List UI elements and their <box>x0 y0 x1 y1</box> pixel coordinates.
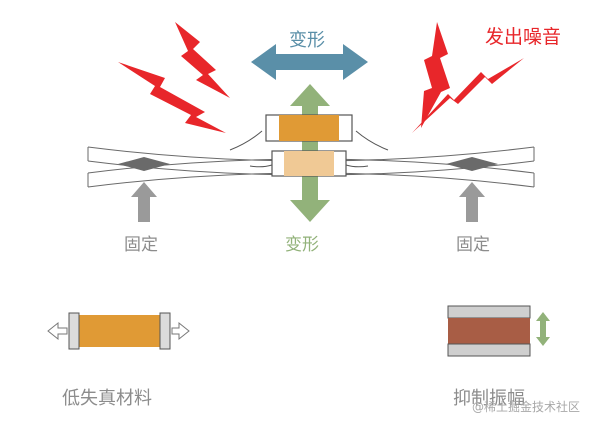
capacitor-bottom <box>271 150 347 177</box>
watermark: @稀土掘金技术社区 <box>472 400 581 414</box>
lightning-bolt-icon-right-2 <box>412 58 524 133</box>
lightning-bolt-icon-left-1 <box>118 62 226 133</box>
strain-arrow-left-icon <box>47 321 68 341</box>
deform-horizontal-arrow-icon <box>251 44 368 80</box>
strain-arrow-right-icon <box>171 321 190 341</box>
up-arrow-icon-right <box>459 182 485 222</box>
lightning-bolt-icon-right-1 <box>421 22 450 128</box>
label-fixed-left: 固定 <box>124 235 158 255</box>
label-fixed-right: 固定 <box>456 235 490 255</box>
amplitude-suppression-component <box>447 305 531 357</box>
solder-leads <box>229 130 389 168</box>
label-deform-bottom: 变形 <box>285 235 319 255</box>
fixed-point-right <box>446 157 498 171</box>
label-suppress-amplitude: 抑制振幅 <box>453 388 525 409</box>
up-arrow-icon-left <box>131 182 157 222</box>
fixed-point-left <box>118 157 170 171</box>
label-low-distortion: 低失真材料 <box>62 388 152 409</box>
label-noise: 发出噪音 <box>485 26 562 48</box>
low-distortion-capacitor <box>47 312 190 350</box>
lightning-bolt-icon-left-2 <box>175 22 230 98</box>
vibration-arrow-icon <box>536 312 550 346</box>
label-deform-top: 变形 <box>289 30 325 51</box>
capacitor-top <box>265 114 353 142</box>
